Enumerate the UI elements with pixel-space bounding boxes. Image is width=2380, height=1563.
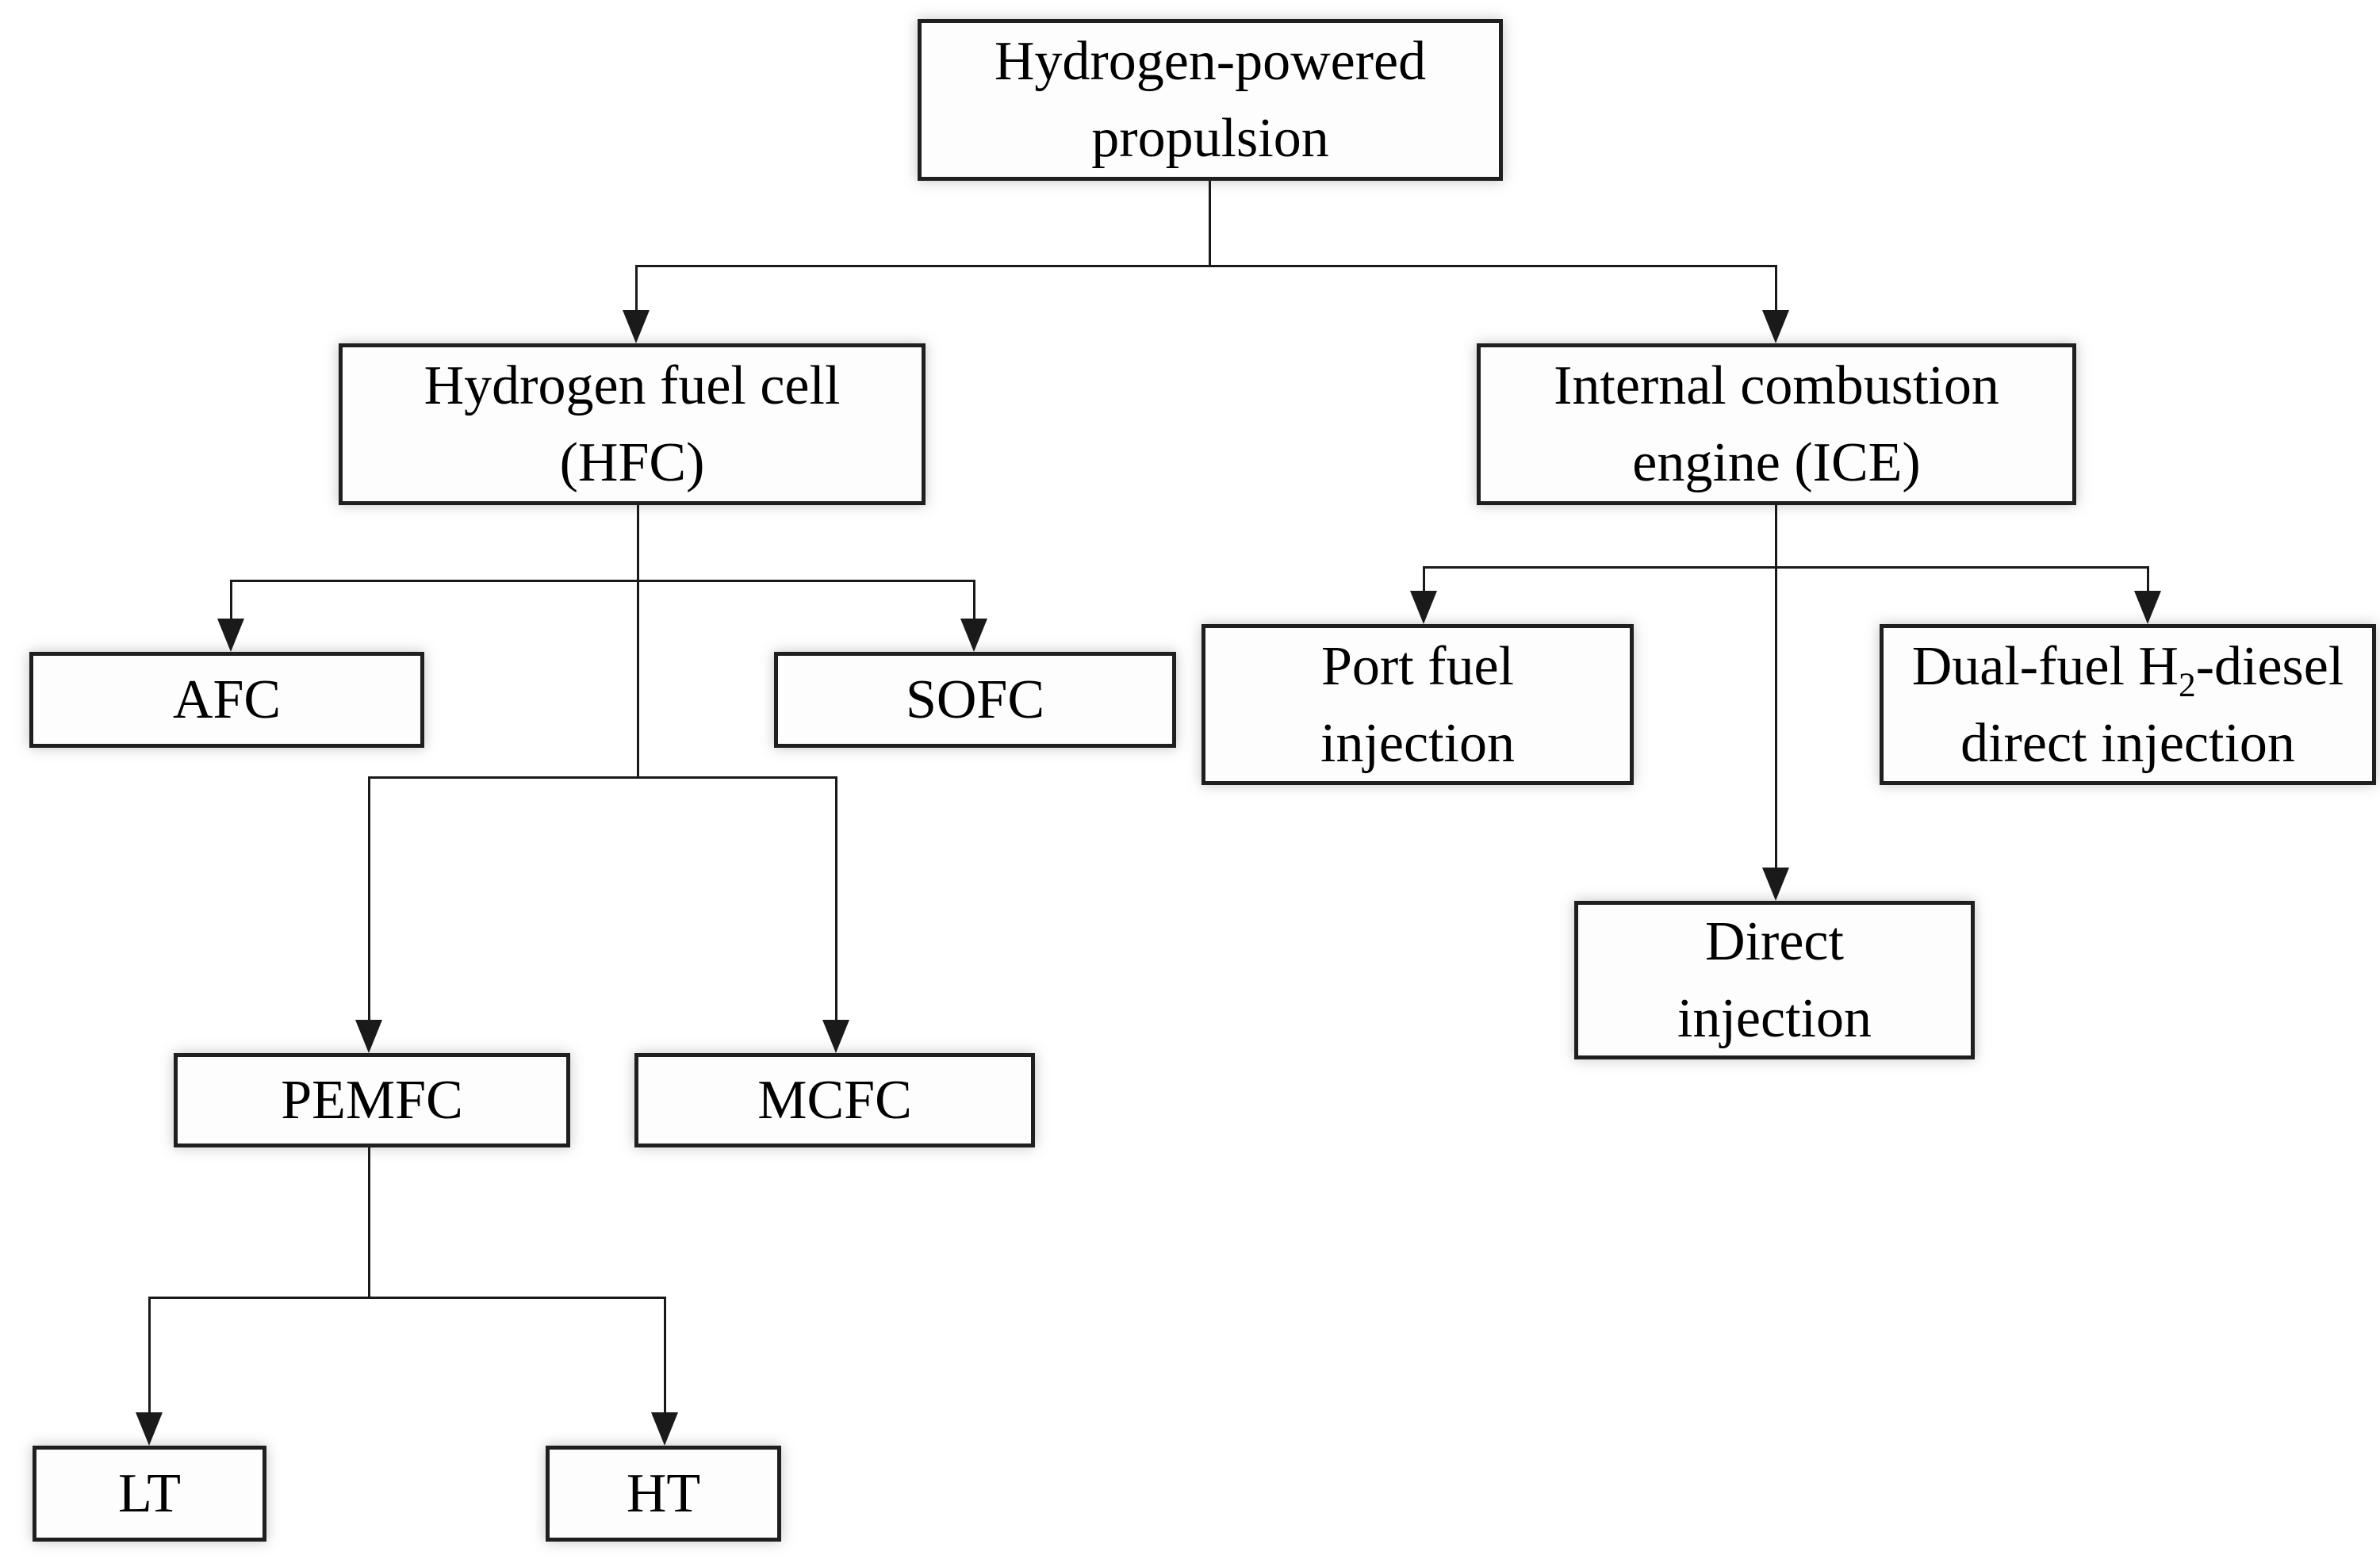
- connector-root-stem: [1209, 181, 1211, 267]
- node-label: injection: [1677, 988, 1872, 1049]
- node-hydrogen-fuel-cell: Hydrogen fuel cell (HFC): [339, 343, 926, 505]
- arrowhead-dual-fuel: [2134, 591, 2161, 624]
- connector-root-branch: [635, 265, 1777, 267]
- node-direct-injection: Direct injection: [1574, 901, 1975, 1059]
- connector-ice-branch: [1423, 566, 2149, 569]
- connector-ice-stem: [1775, 505, 1777, 870]
- node-label: AFC: [172, 669, 282, 730]
- node-label: PEMFC: [281, 1070, 463, 1131]
- node-sofc: SOFC: [774, 652, 1176, 748]
- node-dual-fuel-h2-diesel-direct-injection: Dual-fuel H2-diesel direct injection: [1880, 624, 2376, 785]
- connector-to-sofc: [973, 580, 975, 621]
- node-label: propulsion: [1091, 108, 1329, 169]
- arrowhead-lt: [136, 1412, 163, 1446]
- node-hydrogen-powered-propulsion: Hydrogen-powered propulsion: [918, 19, 1503, 181]
- node-label: Direct: [1705, 911, 1844, 972]
- connector-hfc-branch-2: [368, 776, 837, 779]
- node-afc: AFC: [29, 652, 424, 748]
- connector-to-pemfc: [368, 776, 370, 1022]
- node-label: Port fuel: [1320, 635, 1515, 697]
- arrowhead-mcfc: [822, 1020, 849, 1053]
- node-label: SOFC: [905, 669, 1045, 730]
- node-label: MCFC: [757, 1070, 912, 1131]
- connector-to-afc: [230, 580, 232, 621]
- node-label: engine (ICE): [1632, 432, 1921, 493]
- node-label: Internal combustion: [1554, 355, 1999, 416]
- connector-pemfc-stem: [368, 1147, 370, 1298]
- node-port-fuel-injection: Port fuel injection: [1201, 624, 1634, 785]
- subscript: 2: [2178, 665, 2196, 704]
- connector-hfc-branch-1: [230, 580, 975, 582]
- connector-to-dual-fuel: [2147, 566, 2149, 593]
- connector-to-ice: [1775, 265, 1777, 312]
- node-label: HT: [626, 1463, 701, 1524]
- arrowhead-sofc: [960, 619, 987, 652]
- arrowhead-pemfc: [355, 1020, 382, 1053]
- node-label: LT: [117, 1463, 182, 1524]
- connector-pemfc-branch: [148, 1297, 666, 1299]
- arrowhead-afc: [217, 619, 244, 652]
- node-label-text: Dual-fuel H: [1911, 635, 2179, 697]
- connector-hfc-stem: [637, 505, 639, 779]
- node-label: Dual-fuel H2-diesel: [1912, 628, 2344, 705]
- connector-to-port-fuel: [1423, 566, 1425, 593]
- connector-to-lt: [148, 1297, 151, 1415]
- node-lt: LT: [33, 1446, 266, 1542]
- node-label: direct injection: [1960, 712, 2295, 774]
- node-label: Hydrogen-powered: [994, 31, 1427, 92]
- node-internal-combustion-engine: Internal combustion engine (ICE): [1477, 343, 2076, 505]
- node-label: injection: [1320, 712, 1515, 774]
- node-pemfc: PEMFC: [174, 1053, 570, 1147]
- connector-to-hfc: [635, 265, 638, 312]
- connector-to-ht: [664, 1297, 666, 1415]
- arrowhead-ht: [651, 1412, 678, 1446]
- arrowhead-direct-injection: [1762, 868, 1789, 901]
- arrowhead-ice: [1762, 310, 1789, 343]
- node-label-text: -diesel: [2195, 635, 2344, 697]
- node-ht: HT: [546, 1446, 781, 1542]
- arrowhead-hfc: [623, 310, 650, 343]
- node-label: (HFC): [559, 432, 705, 493]
- arrowhead-port-fuel: [1410, 591, 1437, 624]
- node-mcfc: MCFC: [634, 1053, 1035, 1147]
- connector-to-mcfc: [835, 776, 837, 1022]
- node-label: Hydrogen fuel cell: [423, 355, 841, 416]
